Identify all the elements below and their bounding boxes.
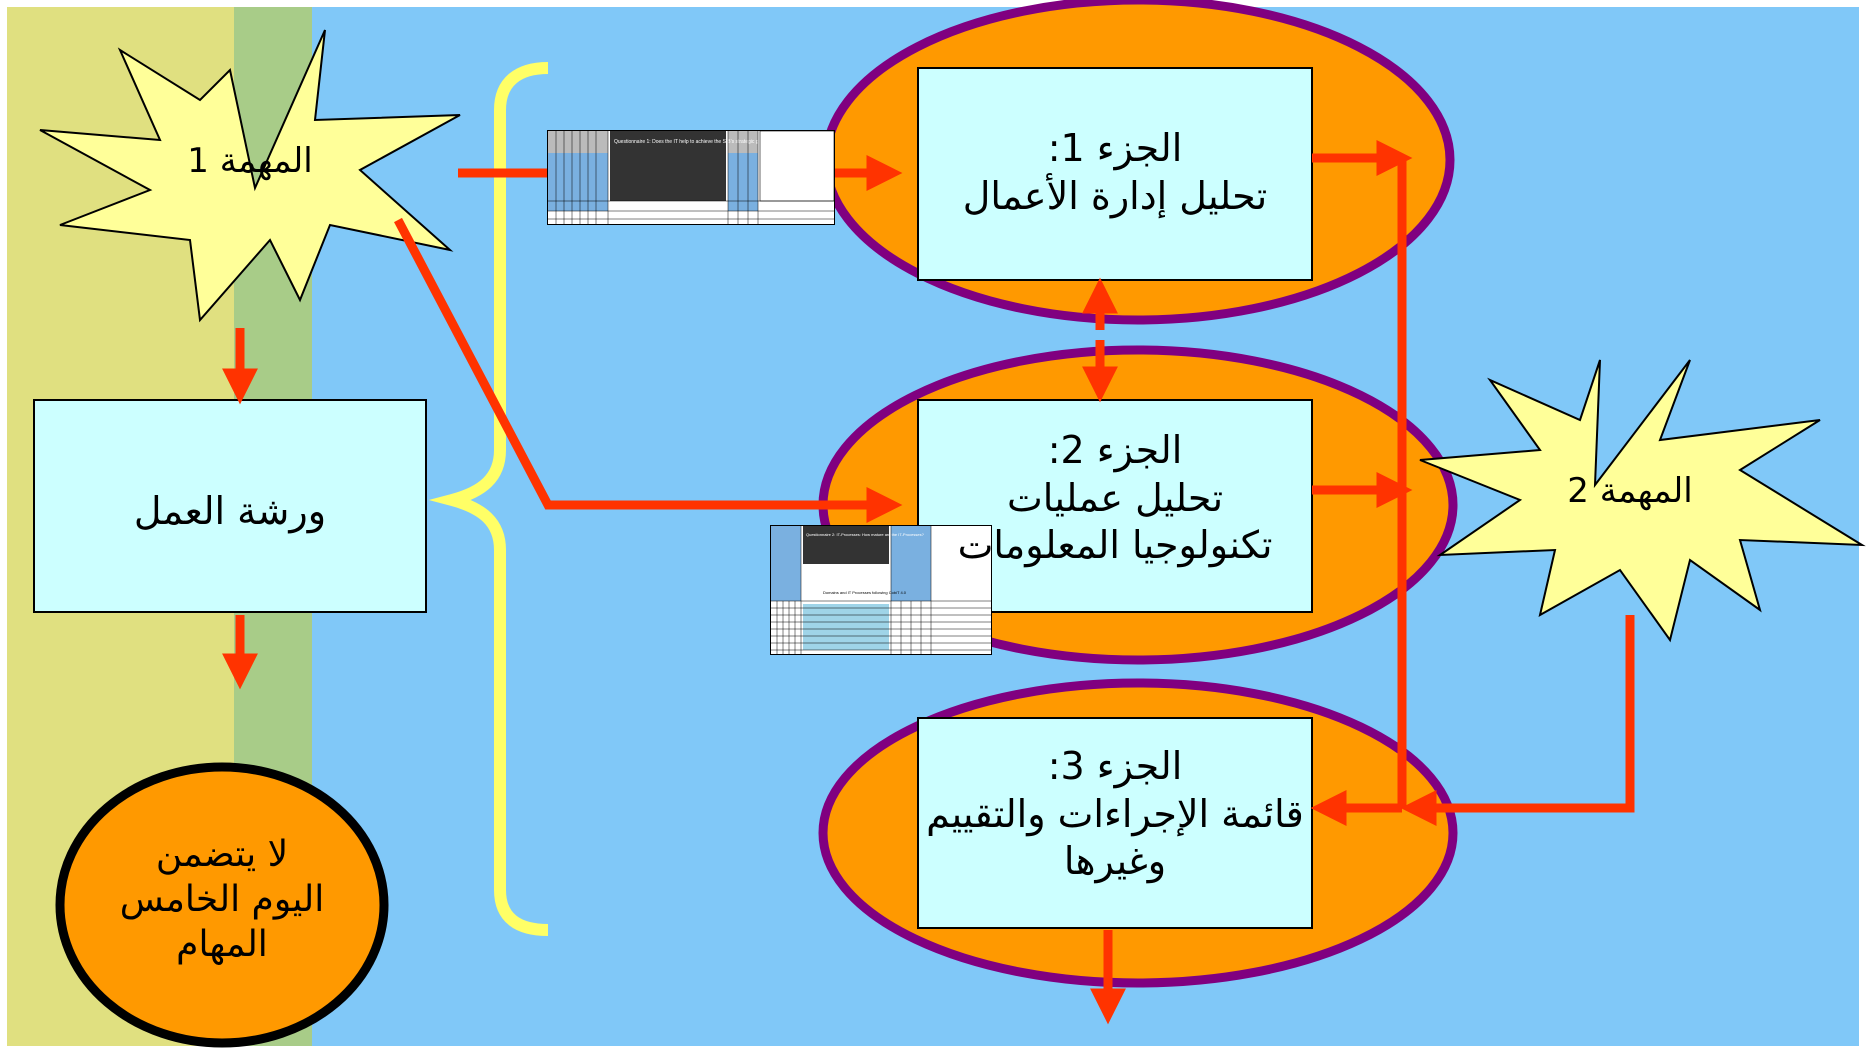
workshop-box (33, 399, 427, 613)
day5-line3: المهام (176, 924, 268, 965)
questionnaire1-thumbnail: Questionnaire 1: Does the IT help to ach… (547, 130, 835, 225)
questionnaire1-grid: Questionnaire 1: Does the IT help to ach… (548, 131, 834, 224)
questionnaire2-grid: Questionnaire 2: IT-Processes: How matur… (771, 526, 991, 654)
part1-subtitle: تحليل إدارة الأعمال (962, 173, 1268, 218)
questionnaire1-heading: Questionnaire 1: Does the IT help to ach… (614, 139, 771, 145)
task2-label: المهمة 2 (1567, 471, 1693, 511)
part3-line2: قائمة الإجراءات والتقييم (926, 791, 1304, 836)
part2-line2: تحليل عمليات (1006, 475, 1224, 520)
part3-title: الجزء 3: (1047, 744, 1183, 788)
part2-title: الجزء 2: (1047, 428, 1183, 472)
day5-line1: لا يتضمن (155, 834, 289, 875)
workshop-brace (428, 62, 549, 936)
part1-title: الجزء 1: (1047, 126, 1183, 170)
workshop-label: ورشة العمل (133, 489, 327, 533)
part3-box (917, 717, 1313, 929)
questionnaire2-heading: Questionnaire 2: IT-Processes: How matur… (806, 532, 925, 537)
task2-star (1419, 359, 1866, 643)
task1-label: المهمة 1 (187, 141, 313, 181)
part1-text: الجزء 1: تحليل إدارة الأعمال (918, 125, 1312, 220)
arrow-task1-to-part2 (394, 217, 903, 523)
day5-circle (55, 762, 389, 1048)
arrow-task2-to-part3 (1400, 615, 1635, 826)
day5-line2: اليوم الخامس (119, 879, 325, 920)
part2-line3: تكنولوجيا المعلومات (957, 523, 1273, 567)
task1-star (39, 29, 461, 323)
part1-box (917, 67, 1313, 281)
questionnaire2-subheading: Domains and IT Processes following CobiT… (823, 590, 907, 595)
part3-text: الجزء 3: قائمة الإجراءات والتقييم وغيرها (918, 743, 1312, 886)
part3-line3: وغيرها (1063, 839, 1167, 883)
part2-text: الجزء 2: تحليل عمليات تكنولوجيا المعلوما… (918, 427, 1312, 570)
day5-note: لا يتضمن اليوم الخامس المهام (80, 832, 364, 967)
questionnaire2-thumbnail: Questionnaire 2: IT-Processes: How matur… (770, 525, 992, 655)
